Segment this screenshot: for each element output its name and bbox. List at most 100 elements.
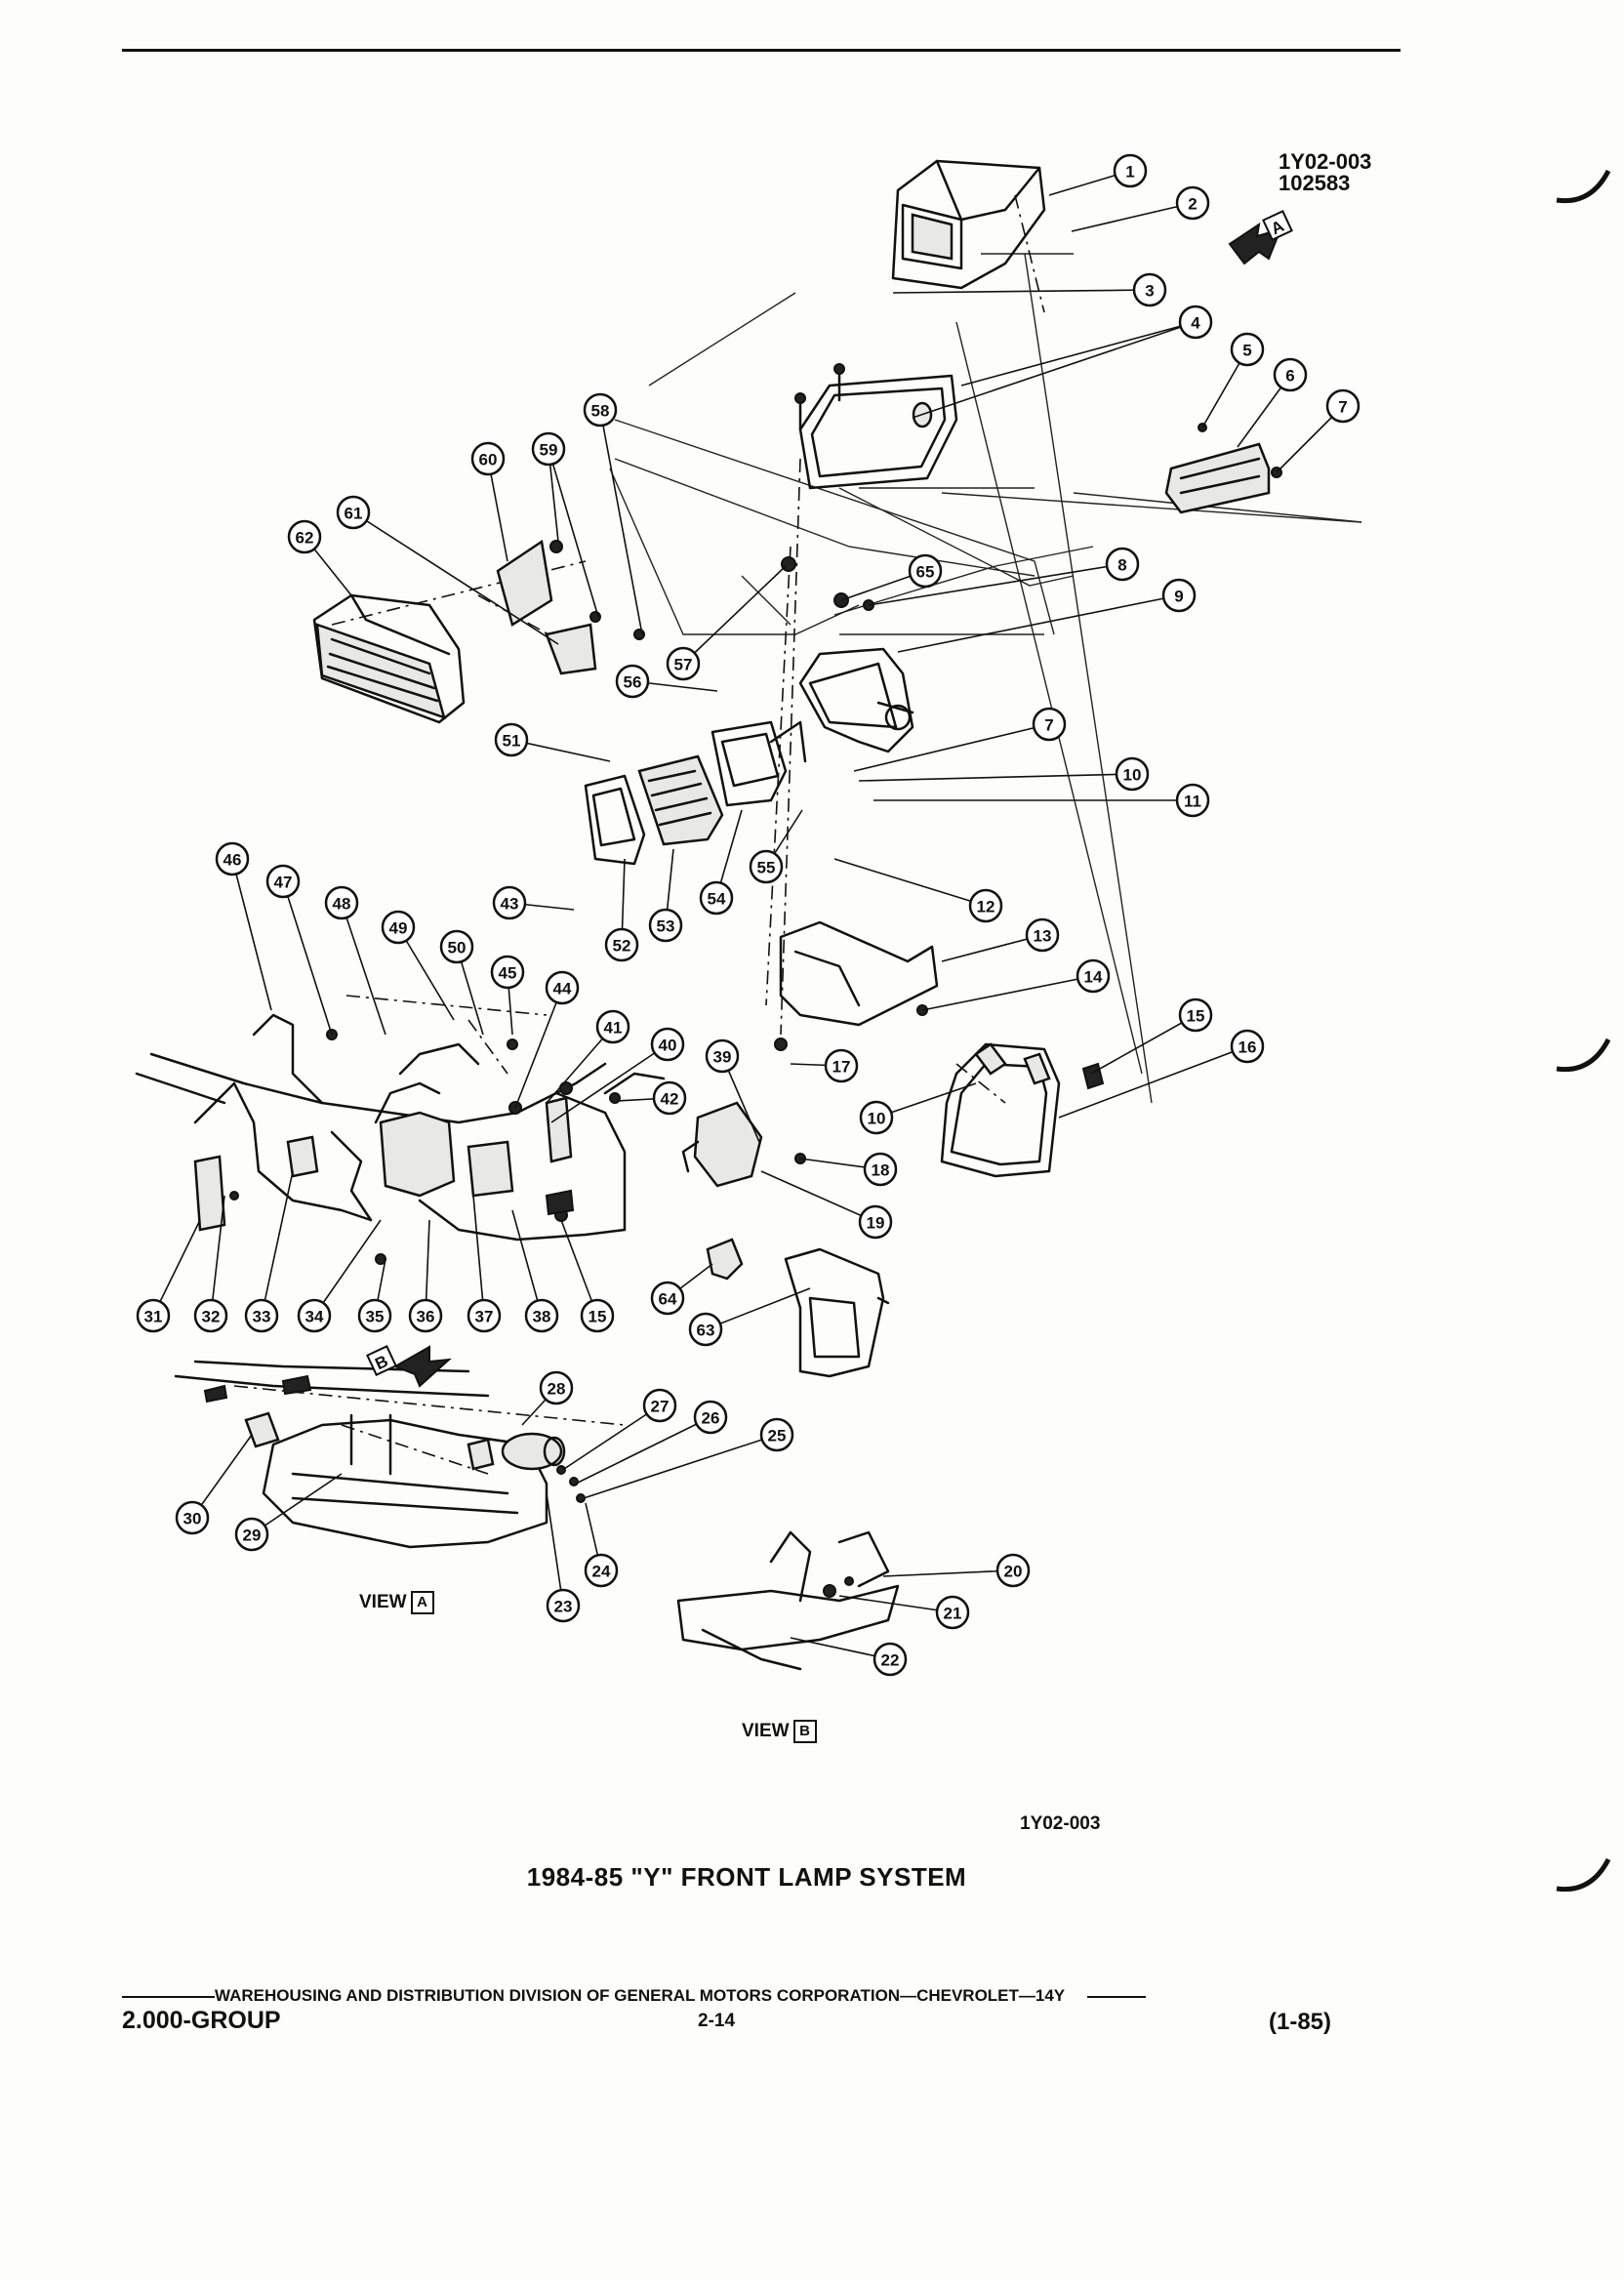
callout-number: 43 <box>492 885 527 920</box>
callout-circle <box>546 1588 581 1623</box>
callout-label: 44 <box>553 980 572 998</box>
callout-circle <box>1076 958 1111 994</box>
callout-number: 48 <box>324 885 359 920</box>
callout-circle <box>1230 332 1265 367</box>
callout-circle <box>297 1298 332 1333</box>
callout-label: 9 <box>1174 588 1183 606</box>
side-marker-lamp <box>1164 423 1282 514</box>
callout-leader-line <box>599 409 643 635</box>
callout-number: 30 <box>175 1500 210 1535</box>
callout-number: 63 <box>688 1312 723 1347</box>
callout-leader-line <box>941 934 1043 962</box>
callout-circle <box>873 1642 908 1677</box>
callout-leader-line <box>472 1195 485 1317</box>
callout-number: 56 <box>615 664 650 699</box>
vehicle-body-outline <box>609 253 1362 1104</box>
reference-number: 102583 <box>1279 171 1351 195</box>
callout-circle <box>583 392 618 428</box>
callout-circle <box>1273 357 1308 392</box>
callout-label: 61 <box>345 505 363 523</box>
callout-number: 53 <box>648 908 683 943</box>
callout-number: 37 <box>467 1298 502 1333</box>
footer-date: (1-85) <box>1269 2009 1332 2035</box>
callout-circle <box>1032 707 1067 742</box>
relay-switch <box>681 1101 806 1188</box>
callout-circle <box>995 1553 1031 1588</box>
callout-number: 22 <box>873 1642 908 1677</box>
footer-rule-left <box>122 1995 215 1998</box>
callout-leader-line <box>231 858 272 1011</box>
footer-publisher: WAREHOUSING AND DISTRIBUTION DIVISION OF… <box>215 1986 1065 2005</box>
callout-label: 23 <box>554 1598 573 1616</box>
top-rule <box>122 49 1401 52</box>
callout-circle <box>604 927 639 962</box>
callout-circle <box>381 910 416 945</box>
reference-block: 1Y02-003 102583 <box>1279 151 1371 194</box>
callout-label: 2 <box>1188 195 1197 214</box>
headlamp-door-frame <box>940 1042 1105 1178</box>
callout-number: 55 <box>749 849 784 884</box>
callout-number: 10 <box>1115 756 1150 792</box>
callout-circle <box>531 431 566 467</box>
callout-label: 5 <box>1242 342 1251 360</box>
wiring-harness <box>135 1013 666 1265</box>
callout-circle <box>539 1370 574 1405</box>
callout-leader-line <box>560 1219 598 1317</box>
callout-number: 44 <box>545 970 580 1005</box>
callout-number: 52 <box>604 927 639 962</box>
callout-label: 50 <box>448 939 467 957</box>
callout-circle <box>863 1152 898 1187</box>
callout-label: 27 <box>651 1398 670 1416</box>
callout-number: 33 <box>244 1298 279 1333</box>
callout-label: 55 <box>757 859 776 877</box>
callout-leader-line <box>341 902 386 1036</box>
callout-circle <box>615 664 650 699</box>
callout-number: 65 <box>908 553 943 589</box>
callout-label: 48 <box>333 895 351 914</box>
callout-leader-line <box>282 880 333 1036</box>
callout-leader-line <box>912 321 1197 419</box>
callout-label: 4 <box>1191 314 1200 333</box>
callout-number: 9 <box>1161 578 1197 613</box>
callout-circle <box>490 955 525 990</box>
callout-circle <box>666 646 701 681</box>
callout-leader-line <box>583 1434 778 1499</box>
callout-leader-lines <box>152 170 1344 1660</box>
callout-leader-line <box>853 723 1050 772</box>
view-a-word: VIEW <box>359 1592 407 1613</box>
callout-number: 2 <box>1175 185 1210 221</box>
callout-number: 18 <box>863 1152 898 1187</box>
callout-label: 33 <box>253 1308 271 1326</box>
view-b-letter: B <box>792 1720 817 1743</box>
lower-support-bracket <box>706 1238 890 1378</box>
callout-number: 35 <box>357 1298 392 1333</box>
headlamp-housing <box>798 592 914 753</box>
callout-number: 17 <box>824 1048 859 1083</box>
callout-number: 64 <box>650 1281 685 1316</box>
callout-circle <box>1230 1029 1265 1064</box>
view-b-arrow: B <box>366 1345 452 1388</box>
callout-number: 12 <box>968 888 1003 923</box>
binder-mark-middle <box>1556 1038 1610 1073</box>
callout-circle <box>908 553 943 589</box>
callout-number: 20 <box>995 1553 1031 1588</box>
callout-number: 8 <box>1105 547 1140 582</box>
callout-label: 18 <box>872 1161 890 1180</box>
callout-circle <box>859 1100 894 1135</box>
callout-circle <box>858 1204 893 1240</box>
callout-number: 29 <box>234 1517 269 1552</box>
callout-label: 47 <box>274 874 293 892</box>
callout-circle <box>648 908 683 943</box>
callout-number: 51 <box>494 722 529 757</box>
callout-circle <box>193 1298 228 1333</box>
callout-leader-line <box>563 1405 661 1470</box>
callout-circle <box>1113 153 1148 188</box>
callout-number: 19 <box>858 1204 893 1240</box>
retainer-frame <box>794 363 958 490</box>
callout-circle <box>439 929 474 964</box>
callout-label: 29 <box>243 1527 262 1545</box>
callout-label: 63 <box>697 1322 715 1340</box>
callout-label: 7 <box>1338 398 1347 417</box>
callout-number: 1 <box>1113 153 1148 188</box>
